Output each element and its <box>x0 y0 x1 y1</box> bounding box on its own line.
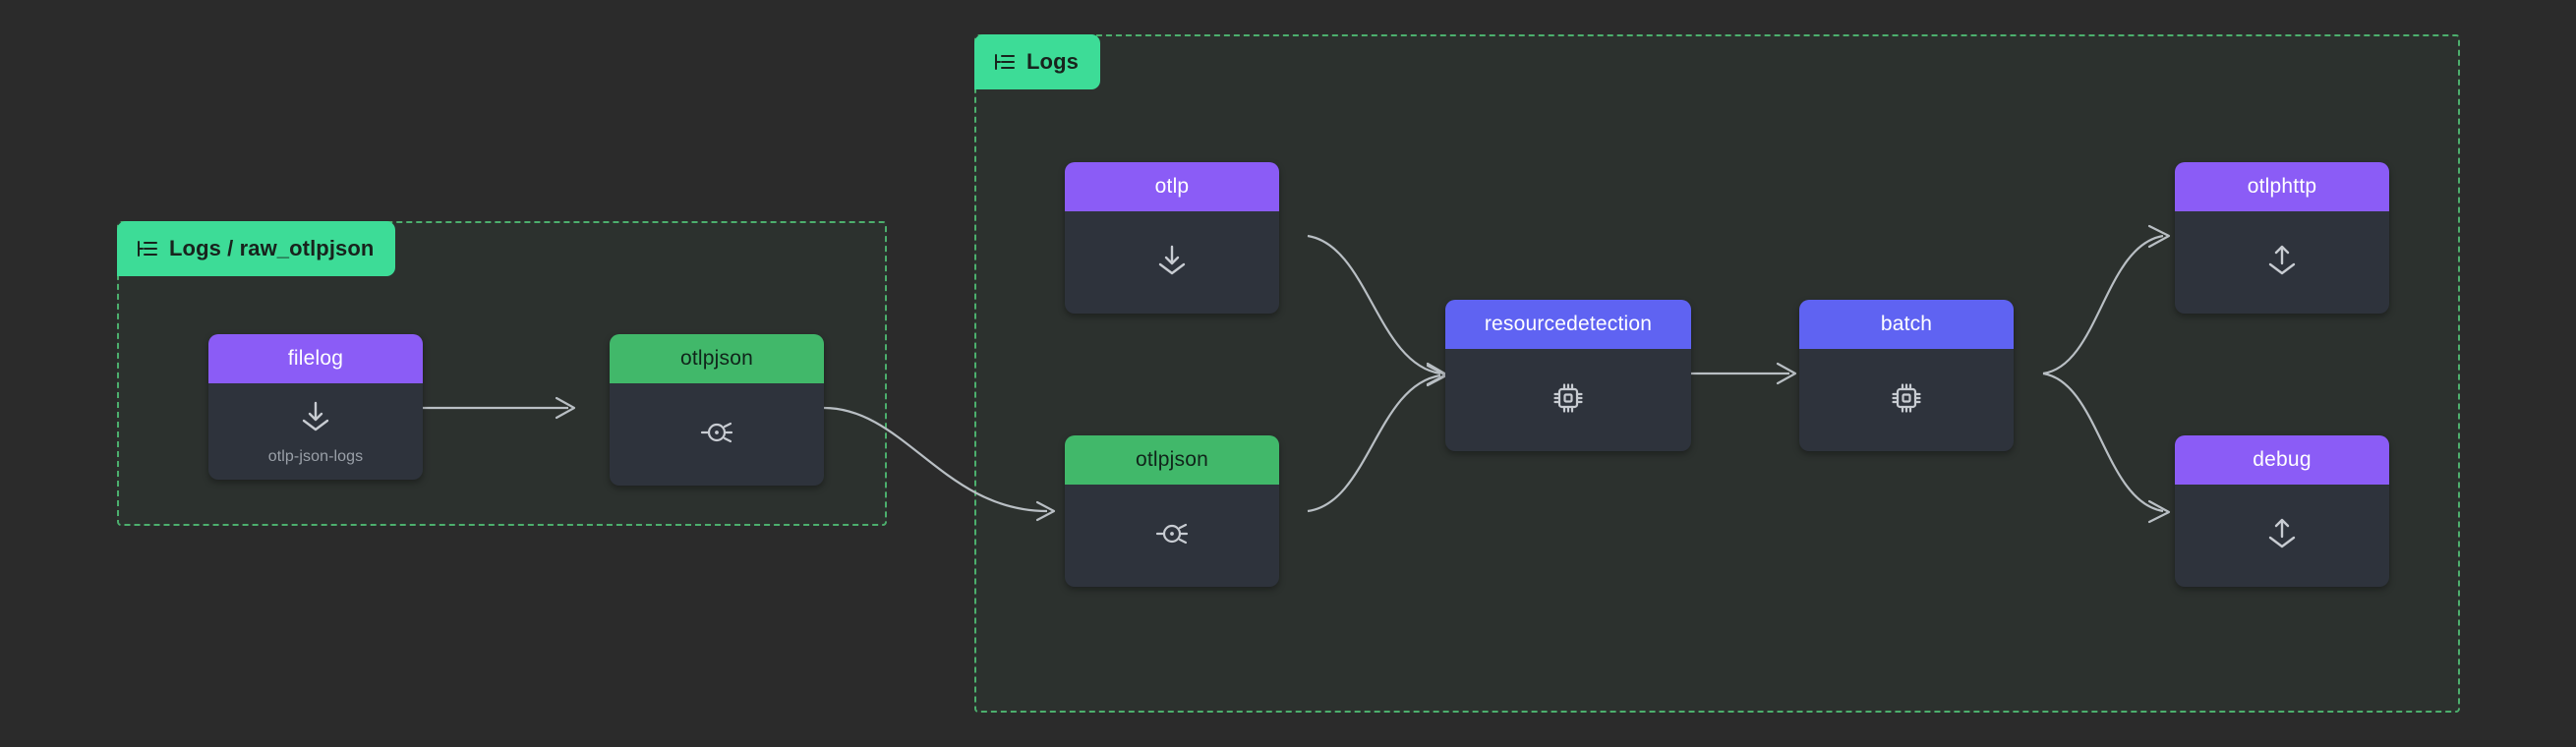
exporter-upload-icon <box>2268 518 2296 548</box>
node-otlpjson-raw-body <box>610 383 824 486</box>
node-resourcedetection-title: resourcedetection <box>1484 313 1653 335</box>
node-otlpjson-raw-header[interactable]: otlpjson <box>610 334 824 383</box>
node-batch-title: batch <box>1880 313 1933 335</box>
node-otlphttp-header[interactable]: otlphttp <box>2175 162 2389 211</box>
node-batch-header[interactable]: batch <box>1799 300 2014 349</box>
node-debug[interactable]: debug <box>2175 435 2389 587</box>
logs-list-icon <box>995 54 1015 70</box>
node-otlphttp-title: otlphttp <box>2247 175 2317 198</box>
node-otlpjson-logs-body <box>1065 485 1279 587</box>
node-otlp-title: otlp <box>1154 175 1190 198</box>
logs-list-icon <box>138 241 157 257</box>
node-otlpjson-raw-title: otlpjson <box>680 347 753 370</box>
node-resourcedetection-body <box>1445 349 1691 451</box>
node-debug-header[interactable]: debug <box>2175 435 2389 485</box>
node-otlpjson-logs[interactable]: otlpjson <box>1065 435 1279 587</box>
node-otlp[interactable]: otlp <box>1065 162 1279 314</box>
group-logs-label[interactable]: Logs <box>974 34 1100 89</box>
node-resourcedetection[interactable]: resourcedetection <box>1445 300 1691 451</box>
node-filelog-subtitle: otlp-json-logs <box>267 448 364 465</box>
node-filelog-title: filelog <box>287 347 344 370</box>
node-debug-body <box>2175 485 2389 587</box>
exporter-upload-icon <box>2268 245 2296 275</box>
node-otlpjson-raw[interactable]: otlpjson <box>610 334 824 486</box>
node-filelog[interactable]: filelog otlp-json-logs <box>208 334 423 480</box>
node-batch[interactable]: batch <box>1799 300 2014 451</box>
group-logs[interactable] <box>974 34 2460 713</box>
node-otlphttp[interactable]: otlphttp <box>2175 162 2389 314</box>
connector-icon <box>700 422 733 443</box>
node-otlpjson-logs-header[interactable]: otlpjson <box>1065 435 1279 485</box>
receiver-download-icon <box>302 401 329 431</box>
node-filelog-header[interactable]: filelog <box>208 334 423 383</box>
node-otlp-body <box>1065 211 1279 314</box>
receiver-download-icon <box>1158 245 1186 275</box>
node-otlp-header[interactable]: otlp <box>1065 162 1279 211</box>
group-raw-otlpjson-label-text: Logs / raw_otlpjson <box>169 236 375 260</box>
group-logs-label-text: Logs <box>1026 49 1079 74</box>
node-otlphttp-body <box>2175 211 2389 314</box>
node-filelog-body: otlp-json-logs <box>208 383 423 480</box>
node-debug-title: debug <box>2253 448 2312 471</box>
node-batch-body <box>1799 349 2014 451</box>
processor-chip-icon <box>1892 383 1921 413</box>
node-resourcedetection-header[interactable]: resourcedetection <box>1445 300 1691 349</box>
node-otlpjson-logs-title: otlpjson <box>1136 448 1208 471</box>
group-raw-otlpjson-label[interactable]: Logs / raw_otlpjson <box>117 221 396 276</box>
connector-icon <box>1155 523 1189 545</box>
processor-chip-icon <box>1553 383 1583 413</box>
